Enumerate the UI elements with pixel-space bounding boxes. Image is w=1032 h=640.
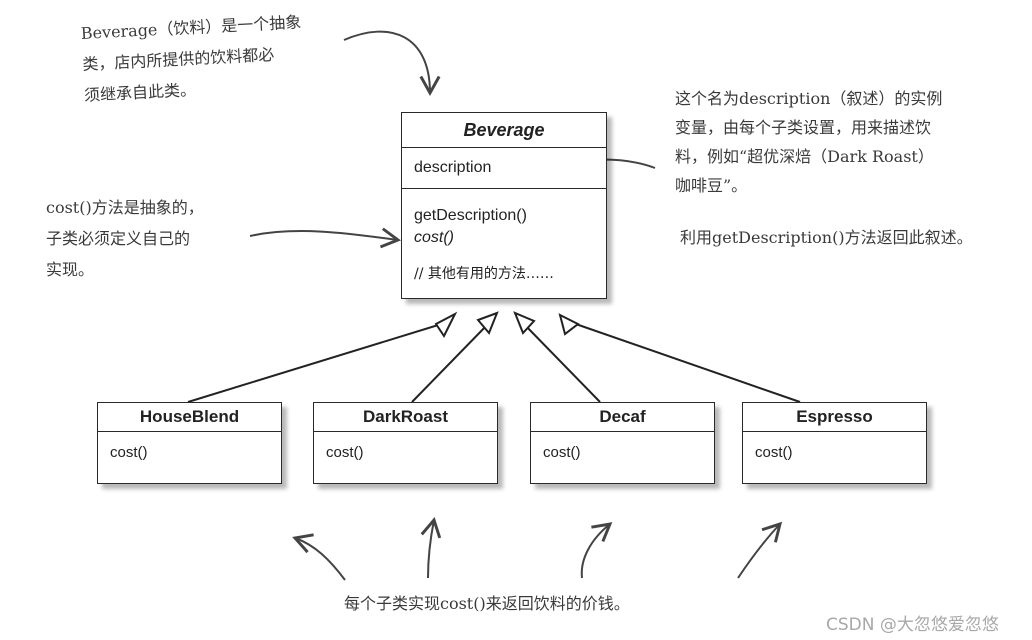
note-getdescription: 利用getDescription()方法返回此叙述。 (680, 228, 973, 247)
watermark-text: CSDN @大忽悠爱忽悠 (826, 615, 999, 635)
method-cost-abstract: cost() (414, 229, 454, 246)
methods-section: getDescription() cost() // 其他有用的方法…… (402, 189, 606, 285)
class-box-darkroast: DarkRoast cost() (313, 402, 498, 484)
class-box-houseblend: HouseBlend cost() (97, 402, 282, 484)
class-box-decaf: Decaf cost() (530, 402, 715, 484)
class-name-houseblend: HouseBlend (98, 403, 281, 432)
method-cost-houseblend: cost() (110, 444, 148, 461)
class-box-espresso: Espresso cost() (742, 402, 927, 484)
inheritance-line-decaf (521, 321, 601, 403)
note-arrow-decaf (580, 522, 613, 579)
note-arrow-cost (249, 227, 401, 249)
class-name-darkroast: DarkRoast (314, 403, 497, 432)
inheritance-triangle-houseblend (434, 311, 458, 338)
note-beverage-abstract: Beverage（饮料）是一个抽象 类，店内所提供的饮料都必 须继承自此类。 (80, 12, 302, 105)
note-arrow-houseblend (292, 533, 346, 581)
inheritance-line-espresso (569, 321, 801, 403)
inheritance-line-darkroast (411, 321, 491, 403)
class-name-espresso: Espresso (743, 403, 926, 432)
note-description-variable: 这个名为description（叙述）的实例 变量，由每个子类设置，用来描述饮 … (675, 89, 943, 195)
method-cost-espresso: cost() (755, 444, 793, 461)
inheritance-triangle-espresso (558, 313, 580, 336)
method-cost-darkroast: cost() (326, 444, 364, 461)
class-box-beverage: Beverage description getDescription() co… (401, 112, 607, 299)
method-other-comment: // 其他有用的方法…… (414, 266, 554, 282)
method-getdescription: getDescription() (414, 207, 527, 224)
inheritance-triangle-darkroast (476, 311, 499, 335)
note-arrow-beverage (343, 30, 441, 97)
class-name-decaf: Decaf (531, 403, 714, 432)
note-subclass-cost: 每个子类实现cost()来返回饮料的价钱。 (344, 594, 630, 613)
class-name-beverage: Beverage (402, 113, 606, 148)
method-cost-decaf: cost() (543, 444, 581, 461)
attribute-description: description (402, 148, 606, 189)
inheritance-line-houseblend (187, 321, 449, 403)
note-arrow-espresso (737, 521, 783, 579)
inheritance-triangle-decaf (513, 311, 536, 335)
note-cost-abstract: cost()方法是抽象的， 子类必须定义自己的 实现。 (46, 198, 204, 279)
note-arrow-darkroast (420, 517, 442, 579)
